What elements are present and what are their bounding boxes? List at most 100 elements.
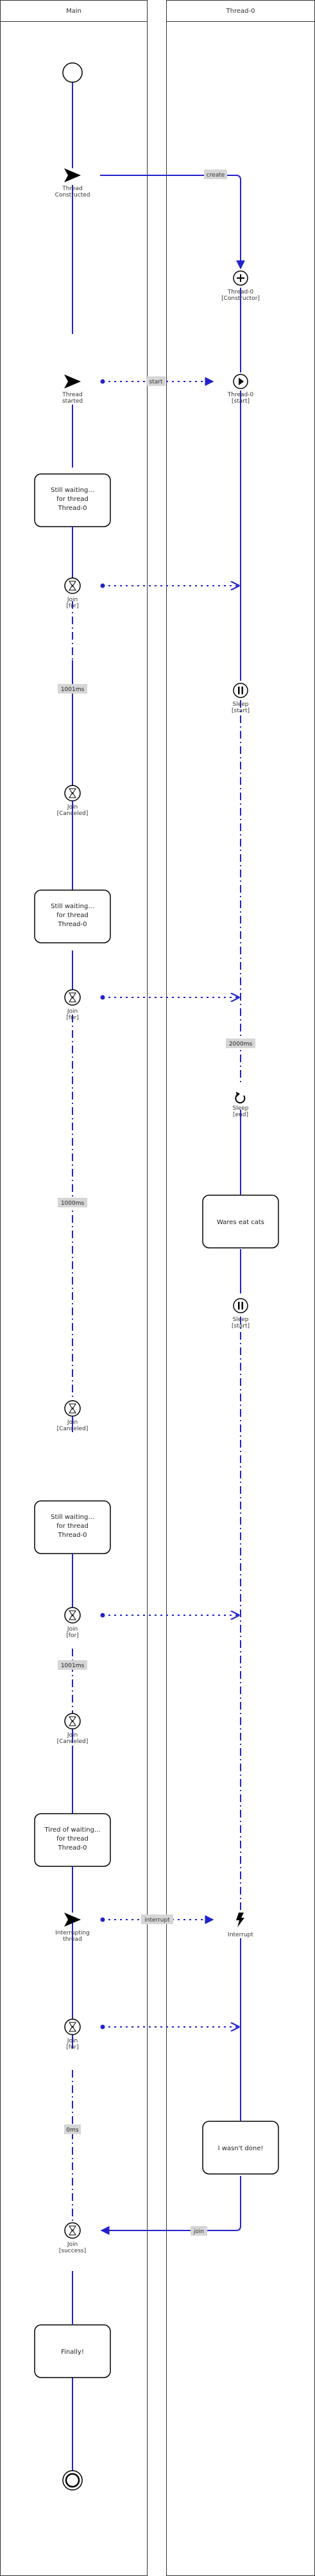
- pause-circle-icon: [233, 1298, 248, 1313]
- svg-text:0ms: 0ms: [66, 2127, 78, 2134]
- join-icon: [64, 1400, 81, 1417]
- join-icon: [64, 2222, 81, 2239]
- svg-text:interrupt: interrupt: [144, 1917, 170, 1923]
- join-3-node: Join [for]: [64, 1607, 81, 1639]
- join-4-success-node: Join [success]: [59, 2222, 86, 2254]
- send-signal-icon: [64, 374, 81, 389]
- svg-text:[Canceled]: [Canceled]: [57, 1426, 89, 1432]
- svg-text:[for]: [for]: [66, 603, 78, 609]
- wasnt-done-box: I wasn't done!: [202, 2121, 279, 2175]
- lightning-icon: [236, 1913, 244, 1927]
- svg-text:2000ms: 2000ms: [229, 1041, 253, 1047]
- sleep-1-start-node: Sleep [start]: [232, 683, 250, 714]
- svg-text:[Canceled]: [Canceled]: [57, 1739, 89, 1745]
- svg-text:for thread: for thread: [56, 912, 89, 919]
- duration-join-4: 0ms: [64, 2125, 81, 2134]
- waiting-box-3: Still waiting... for thread Thread-0: [34, 1500, 111, 1554]
- svg-text:Sleep: Sleep: [232, 1317, 248, 1323]
- svg-text:[for]: [for]: [66, 1633, 78, 1639]
- join-4-node: Join [for]: [64, 2019, 81, 2051]
- svg-text:Constructed: Constructed: [55, 192, 90, 198]
- svg-text:for thread: for thread: [56, 496, 89, 503]
- thread-started-node: Thread started: [62, 374, 83, 405]
- svg-text:join: join: [193, 2229, 204, 2235]
- interrupting-node: Interrupting thread: [55, 1913, 90, 1943]
- send-signal-icon: [64, 1913, 81, 1927]
- svg-text:Join: Join: [67, 2038, 78, 2044]
- join-2-node: Join [for]: [64, 989, 81, 1021]
- start-node: [62, 62, 83, 83]
- svg-text:Thread-0: Thread-0: [227, 392, 254, 398]
- svg-text:[start]: [start]: [232, 398, 250, 405]
- join-icon: [64, 2019, 81, 2035]
- svg-text:Still waiting...: Still waiting...: [51, 487, 94, 494]
- svg-text:Sleep: Sleep: [232, 1105, 248, 1112]
- join-3-cancel-node: Join [Canceled]: [57, 1713, 89, 1745]
- svg-text:Wares eat cats: Wares eat cats: [217, 1219, 264, 1226]
- svg-text:Join: Join: [67, 2241, 78, 2248]
- join-icon: [64, 577, 81, 594]
- duration-join-1: 1001ms: [58, 684, 87, 694]
- svg-text:Tired of waiting...: Tired of waiting...: [44, 1827, 101, 1834]
- join-icon: [64, 1607, 81, 1624]
- interrupt-node: Interrupt: [228, 1913, 253, 1938]
- svg-text:started: started: [62, 398, 83, 405]
- sleep-2-start-node: Sleep [start]: [232, 1298, 250, 1329]
- svg-text:1000ms: 1000ms: [61, 1200, 85, 1207]
- svg-text:Thread: Thread: [62, 392, 82, 398]
- svg-text:Join: Join: [67, 597, 78, 603]
- sleep-1-end-node: Sleep [end]: [232, 1092, 249, 1118]
- async-message-origins: [100, 379, 105, 2029]
- svg-text:thread: thread: [63, 1936, 82, 1943]
- svg-text:Thread-0: Thread-0: [227, 289, 254, 295]
- edge-label-join: join: [191, 2226, 207, 2236]
- svg-text:Thread-0: Thread-0: [58, 1844, 87, 1852]
- svg-text:[end]: [end]: [233, 1112, 248, 1118]
- thread-constructed-node: Thread Constructed: [55, 168, 90, 198]
- svg-text:create: create: [207, 172, 225, 179]
- svg-text:[start]: [start]: [232, 708, 250, 714]
- svg-text:1001ms: 1001ms: [61, 687, 85, 693]
- waiting-box-1: Still waiting... for thread Thread-0: [34, 473, 111, 527]
- end-node: [62, 2470, 83, 2491]
- svg-text:Join: Join: [67, 1626, 78, 1633]
- duration-sleep-1: 2000ms: [226, 1038, 255, 1048]
- async-messages: [103, 377, 239, 2027]
- svg-text:Still waiting...: Still waiting...: [51, 903, 94, 910]
- svg-text:Join: Join: [67, 1419, 78, 1426]
- thread0-lifeline: [100, 175, 245, 2235]
- svg-text:[start]: [start]: [232, 1323, 250, 1329]
- svg-text:Join: Join: [67, 1732, 78, 1739]
- duration-join-3: 1001ms: [58, 1660, 87, 1670]
- svg-text:[for]: [for]: [66, 2044, 78, 2051]
- thread0-start-node: Thread-0 [start]: [227, 374, 254, 405]
- join-icon: [64, 989, 81, 1006]
- redo-icon: [235, 1094, 246, 1104]
- svg-text:[Canceled]: [Canceled]: [57, 810, 89, 817]
- svg-text:for thread: for thread: [56, 1523, 89, 1530]
- svg-text:[for]: [for]: [66, 1015, 78, 1021]
- waiting-box-2: Still waiting... for thread Thread-0: [34, 889, 111, 943]
- edge-label-start: start: [146, 376, 166, 386]
- svg-text:Interrupting: Interrupting: [55, 1930, 90, 1936]
- join-2-cancel-node: Join [Canceled]: [57, 1400, 89, 1432]
- svg-text:Sleep: Sleep: [232, 701, 248, 708]
- svg-text:Still waiting...: Still waiting...: [51, 1514, 94, 1521]
- join-1-node: Join [for]: [64, 577, 81, 609]
- svg-text:Thread-0: Thread-0: [58, 505, 87, 512]
- pause-circle-icon: [233, 683, 248, 698]
- svg-text:[success]: [success]: [59, 2248, 86, 2254]
- svg-text:Join: Join: [67, 804, 78, 810]
- svg-text:Thread: Thread: [62, 186, 82, 192]
- finally-box: Finally!: [34, 2324, 111, 2378]
- join-icon: [64, 785, 81, 802]
- join-1-cancel-node: Join [Canceled]: [57, 785, 89, 817]
- tired-box: Tired of waiting... for thread Thread-0: [34, 1813, 111, 1867]
- svg-text:Thread-0: Thread-0: [58, 1532, 87, 1539]
- svg-text:Interrupt: Interrupt: [228, 1932, 253, 1938]
- wares-box: Wares eat cats: [202, 1195, 279, 1249]
- svg-text:start: start: [149, 379, 163, 385]
- thread0-constructor-node: Thread-0 [Constructor]: [221, 270, 260, 302]
- lane-main-title: Main: [66, 8, 81, 15]
